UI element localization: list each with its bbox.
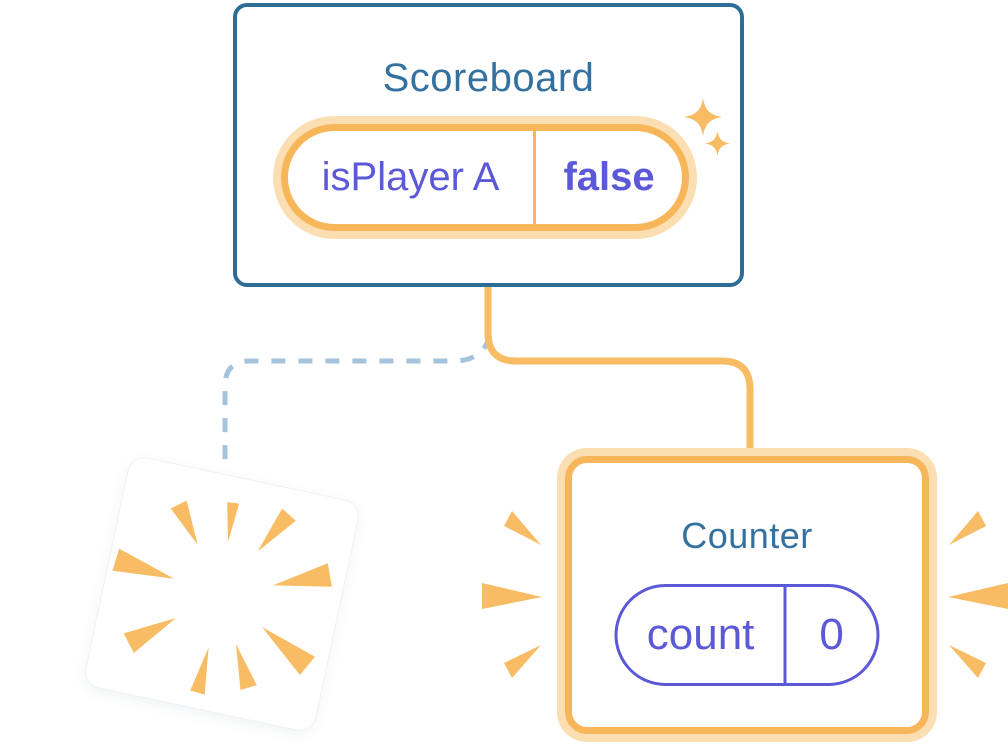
scoreboard-component-card: Scoreboard isPlayer A false [233, 3, 744, 287]
emphasis-wedge-icon [482, 583, 542, 609]
active-branch-connector [484, 285, 754, 452]
emphasis-wedge-icon [504, 511, 541, 545]
sparkle-icon [684, 98, 722, 136]
emphasis-wedge-icon [948, 583, 1008, 609]
emphasis-marks-left [482, 511, 542, 678]
emphasis-wedge-icon [949, 645, 986, 678]
emphasis-marks-right [948, 511, 1008, 678]
pill-divider [783, 587, 787, 683]
state-value-label: 0 [819, 610, 844, 659]
emphasis-wedge-icon [949, 511, 986, 545]
state-key-label: isPlayer A [321, 155, 500, 199]
scoreboard-state-pill: isPlayer A false [273, 116, 697, 239]
scoreboard-title: Scoreboard [382, 56, 595, 100]
counter-card-ring: Counter count 0 [565, 456, 929, 734]
removed-branch-dashed-connector [222, 335, 493, 460]
state-value-label: false [563, 155, 655, 199]
state-pill-ring: isPlayer A false [281, 124, 689, 231]
sparkle-icon [705, 131, 730, 156]
counter-state-pill: count 0 [614, 584, 880, 686]
counter-title: Counter [681, 515, 813, 556]
emphasis-wedge-icon [504, 645, 541, 678]
pill-divider [533, 131, 537, 224]
destroyed-component-card [83, 455, 361, 733]
poof-burst-icon [112, 500, 332, 695]
counter-component-card: Counter count 0 [557, 448, 937, 742]
state-key-label: count [646, 610, 755, 659]
